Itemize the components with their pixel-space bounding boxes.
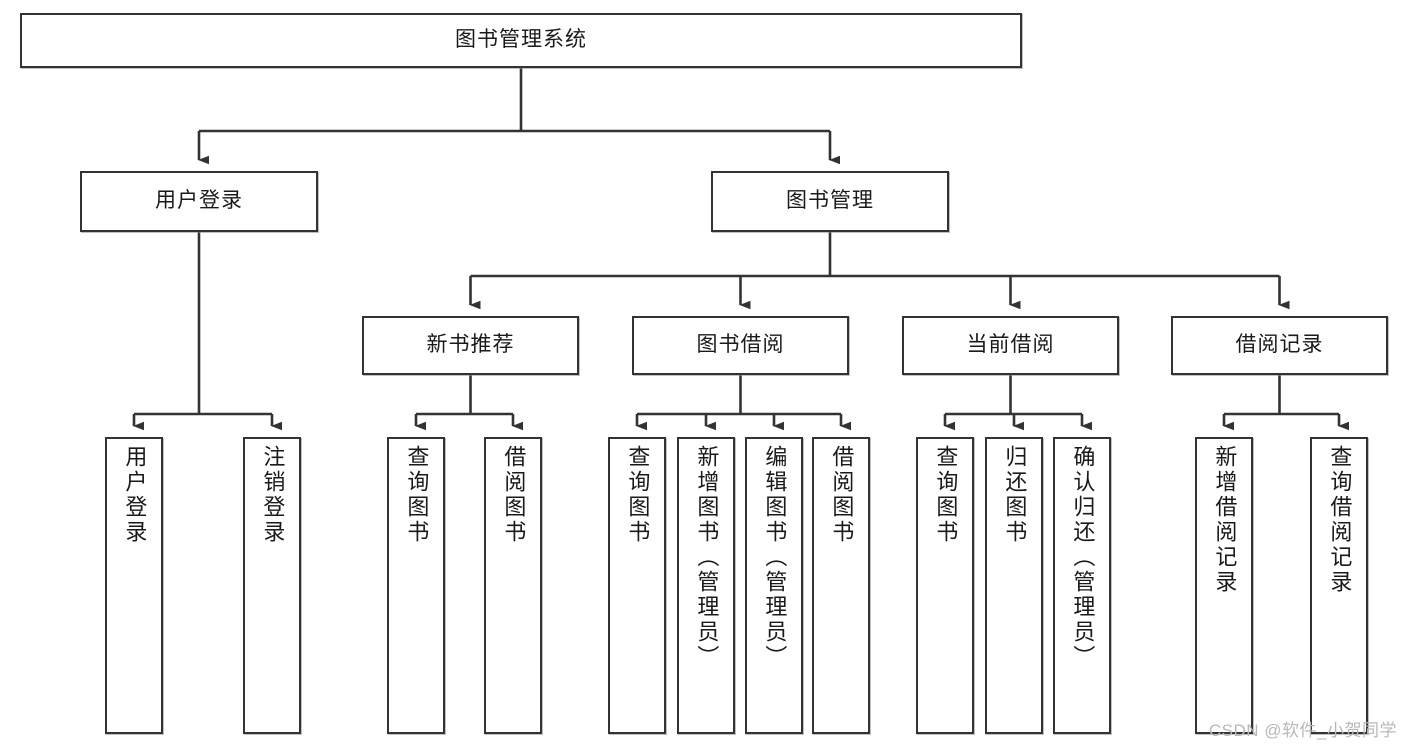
node-label: 图书管理系统	[455, 28, 587, 52]
node-label: 图书借阅	[696, 333, 785, 357]
node-label: 用户登录	[155, 189, 243, 213]
node-label: 新书推荐	[426, 333, 515, 357]
node-leaf-query-book-borrow[interactable]: 查询图书	[608, 437, 666, 734]
node-label: 编辑图书（管理员）	[762, 445, 788, 670]
node-book-manage[interactable]: 图书管理	[711, 171, 949, 232]
node-leaf-user-login[interactable]: 用户登录	[105, 437, 163, 734]
node-label: 当前借阅	[966, 333, 1055, 357]
node-label: 图书管理	[786, 189, 874, 213]
node-label: 查询图书	[933, 445, 959, 545]
node-label: 确认归还（管理员）	[1070, 445, 1096, 670]
node-leaf-borrow-book[interactable]: 借阅图书	[812, 437, 870, 734]
node-leaf-return-book[interactable]: 归还图书	[985, 437, 1043, 734]
node-label: 借阅图书	[829, 445, 855, 545]
node-leaf-add-record[interactable]: 新增借阅记录	[1195, 437, 1253, 734]
node-leaf-confirm-return[interactable]: 确认归还（管理员）	[1053, 437, 1111, 734]
node-label: 用户登录	[122, 445, 148, 545]
node-current-borrow[interactable]: 当前借阅	[902, 316, 1119, 375]
node-leaf-borrow-book-rec[interactable]: 借阅图书	[484, 437, 542, 734]
node-label: 查询借阅记录	[1327, 445, 1353, 595]
node-label: 新增图书（管理员）	[694, 445, 720, 670]
node-label: 查询图书	[404, 445, 430, 545]
node-label: 借阅图书	[501, 445, 527, 545]
node-label: 归还图书	[1002, 445, 1028, 545]
node-new-book-rec[interactable]: 新书推荐	[362, 316, 579, 375]
node-leaf-edit-book[interactable]: 编辑图书（管理员）	[745, 437, 803, 734]
node-leaf-query-book-cur[interactable]: 查询图书	[916, 437, 974, 734]
csdn-watermark: CSDN @软件_小贺同学	[1208, 721, 1397, 740]
node-book-borrow[interactable]: 图书借阅	[632, 316, 849, 375]
node-root[interactable]: 图书管理系统	[20, 13, 1022, 68]
node-leaf-query-book-rec[interactable]: 查询图书	[387, 437, 445, 734]
node-borrow-record[interactable]: 借阅记录	[1171, 316, 1388, 375]
node-label: 新增借阅记录	[1212, 445, 1238, 595]
node-leaf-query-record[interactable]: 查询借阅记录	[1310, 437, 1368, 734]
node-user-login[interactable]: 用户登录	[80, 171, 318, 232]
node-label: 借阅记录	[1235, 333, 1324, 357]
node-label: 注销登录	[260, 445, 286, 545]
node-leaf-add-book[interactable]: 新增图书（管理员）	[677, 437, 735, 734]
node-leaf-logout[interactable]: 注销登录	[243, 437, 301, 734]
node-label: 查询图书	[625, 445, 651, 545]
